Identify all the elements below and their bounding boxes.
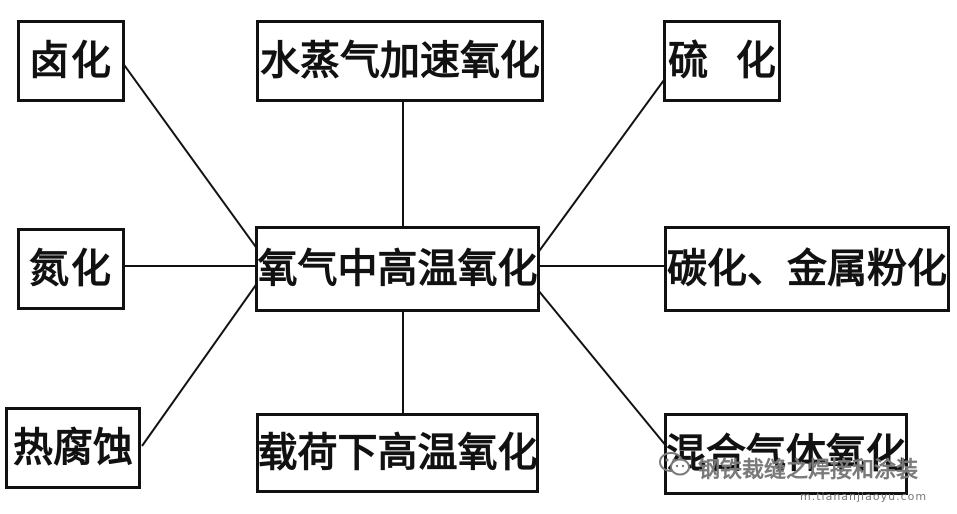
link-top-left (121, 61, 259, 251)
node-sulfidation: 硫 化 (663, 20, 781, 102)
node-oxidation-under-load: 载荷下高温氧化 (256, 413, 539, 493)
node-nitridation: 氮化 (17, 228, 125, 310)
node-carburization-metal-dusting: 碳化、金属粉化 (664, 226, 950, 312)
node-label: 水蒸气加速氧化 (260, 37, 540, 84)
link-bottom-left (141, 281, 259, 447)
center-node: 氧气中高温氧化 (255, 226, 540, 312)
node-steam-oxidation: 水蒸气加速氧化 (256, 20, 544, 102)
link-top-right (536, 79, 665, 255)
link-bottom-right (537, 289, 668, 448)
node-label: 氮化 (29, 245, 113, 292)
watermark-name: 钢铁裁缝之焊接和涂装 (698, 458, 919, 483)
watermark-url: m.tiananjiaoyu.com (800, 490, 928, 503)
node-halogenation: 卤化 (17, 20, 125, 102)
center-node-label: 氧气中高温氧化 (257, 245, 538, 292)
node-label: 碳化、金属粉化 (667, 245, 947, 292)
node-label: 载荷下高温氧化 (257, 429, 538, 476)
node-label: 硫 化 (668, 37, 776, 84)
node-label: 卤化 (29, 37, 113, 84)
node-hot-corrosion: 热腐蚀 (5, 407, 141, 489)
node-label: 热腐蚀 (13, 424, 133, 471)
node-label: 混合气体氧化 (666, 430, 906, 477)
wechat-icon (656, 450, 694, 478)
node-mixed-gas-oxidation: 混合气体氧化 (664, 413, 908, 495)
